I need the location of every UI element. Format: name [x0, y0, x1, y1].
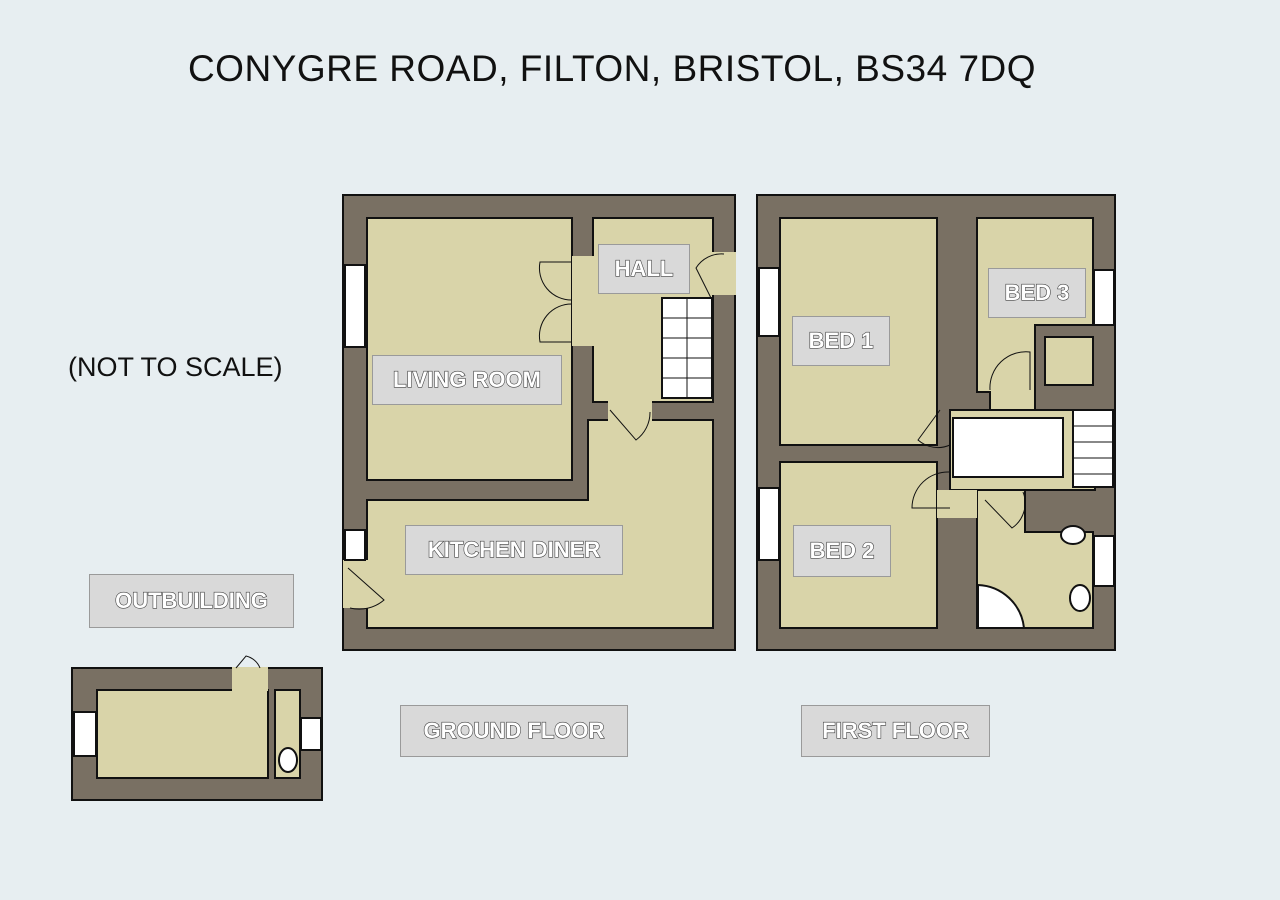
room-label-bed3: BED 3 — [988, 268, 1086, 318]
room-label-living-room: LIVING ROOM — [372, 355, 562, 405]
shower — [977, 583, 1026, 629]
window — [1093, 535, 1115, 587]
door-swings — [347, 253, 725, 610]
window — [73, 711, 97, 757]
ground-floor-plan — [342, 194, 736, 651]
door-swings — [911, 351, 1031, 529]
toilet — [278, 747, 298, 773]
staircase — [661, 297, 713, 399]
window — [758, 487, 780, 561]
room-label-hall: HALL — [598, 244, 690, 294]
page-title: CONYGRE ROAD, FILTON, BRISTOL, BS34 7DQ — [187, 48, 1037, 89]
window — [344, 529, 366, 561]
first-floor-plan — [756, 194, 1116, 651]
first-floor-staircase — [1072, 409, 1114, 488]
kitchen-floor — [366, 419, 714, 629]
door-swing — [235, 655, 261, 669]
scale-note: (NOT TO SCALE) — [68, 352, 283, 382]
floor-label-ground: GROUND FLOOR — [400, 705, 628, 757]
room-label-outbuilding: OUTBUILDING — [89, 574, 294, 628]
room-label-bed1: BED 1 — [792, 316, 890, 366]
window — [344, 264, 366, 348]
window — [300, 717, 322, 751]
floor-label-first: FIRST FLOOR — [801, 705, 990, 757]
living-room-floor — [366, 217, 573, 481]
bath — [952, 417, 1064, 478]
window — [758, 267, 780, 337]
shower-tray — [1044, 336, 1094, 386]
outbuilding-plan — [71, 655, 323, 801]
basin — [1069, 584, 1091, 612]
toilet — [1060, 525, 1086, 545]
room-label-bed2: BED 2 — [793, 525, 891, 577]
window — [1093, 269, 1115, 326]
room-label-kitchen-diner: KITCHEN DINER — [405, 525, 623, 575]
